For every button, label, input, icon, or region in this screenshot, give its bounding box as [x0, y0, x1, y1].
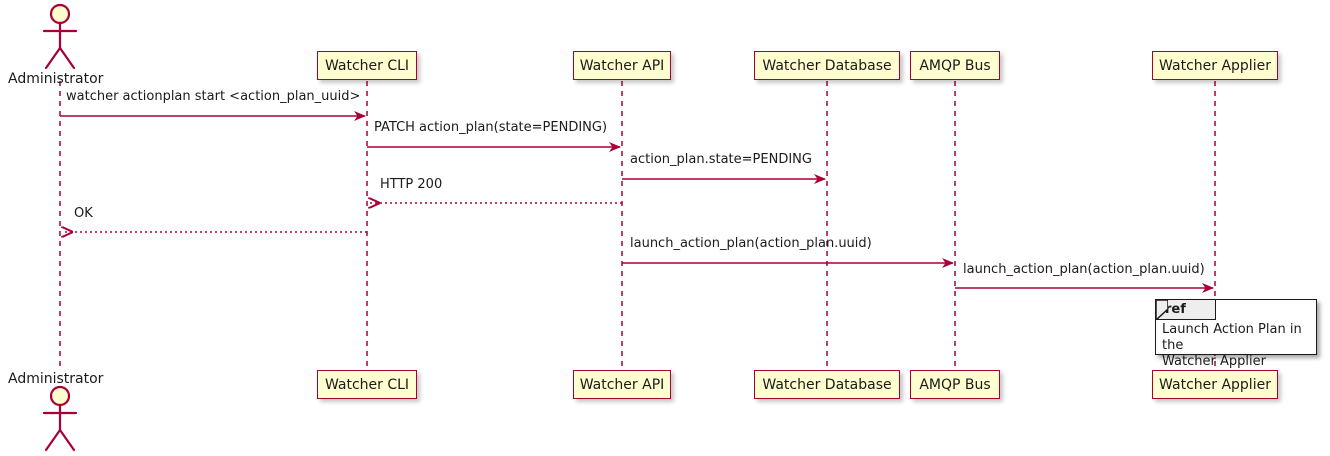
- participant-amqp-bus-top[interactable]: AMQP Bus: [910, 51, 1000, 80]
- participant-watcher-cli-top[interactable]: Watcher CLI: [317, 51, 417, 80]
- actor-label-administrator-top: Administrator: [8, 71, 104, 87]
- message-label-m3: action_plan.state=PENDING: [630, 152, 812, 167]
- message-label-m4: HTTP 200: [380, 177, 443, 192]
- message-label-m1: watcher actionplan start <action_plan_uu…: [66, 89, 361, 104]
- message-label-m7: launch_action_plan(action_plan.uuid): [963, 262, 1205, 277]
- participant-watcher-database-bottom[interactable]: Watcher Database: [754, 370, 900, 399]
- participant-watcher-applier-top[interactable]: Watcher Applier: [1152, 51, 1278, 80]
- participant-watcher-api-bottom[interactable]: Watcher API: [573, 370, 671, 399]
- message-label-m2: PATCH action_plan(state=PENDING): [374, 120, 608, 135]
- actor-figures: [42, 3, 78, 452]
- message-label-m5: OK: [74, 206, 93, 221]
- actor-label-administrator-bottom: Administrator: [8, 371, 104, 387]
- message-label-m6: launch_action_plan(action_plan.uuid): [630, 236, 872, 251]
- participant-watcher-cli-bottom[interactable]: Watcher CLI: [317, 370, 417, 399]
- lifelines: [59, 81, 1216, 370]
- actor-figure-administrator-top: [42, 3, 78, 70]
- participant-watcher-applier-bottom[interactable]: Watcher Applier: [1152, 370, 1278, 399]
- participant-watcher-api-top[interactable]: Watcher API: [573, 51, 671, 80]
- participant-amqp-bus-bottom[interactable]: AMQP Bus: [910, 370, 1000, 399]
- message-arrows: [60, 111, 1214, 293]
- participant-watcher-database-top[interactable]: Watcher Database: [754, 51, 900, 80]
- ref-fragment-tab-label: ref: [1156, 300, 1216, 320]
- ref-fragment-fold-icon: [1156, 300, 1168, 320]
- actor-figure-administrator-bottom: [42, 385, 78, 452]
- ref-fragment-text: Launch Action Plan in the Watcher Applie…: [1162, 322, 1302, 369]
